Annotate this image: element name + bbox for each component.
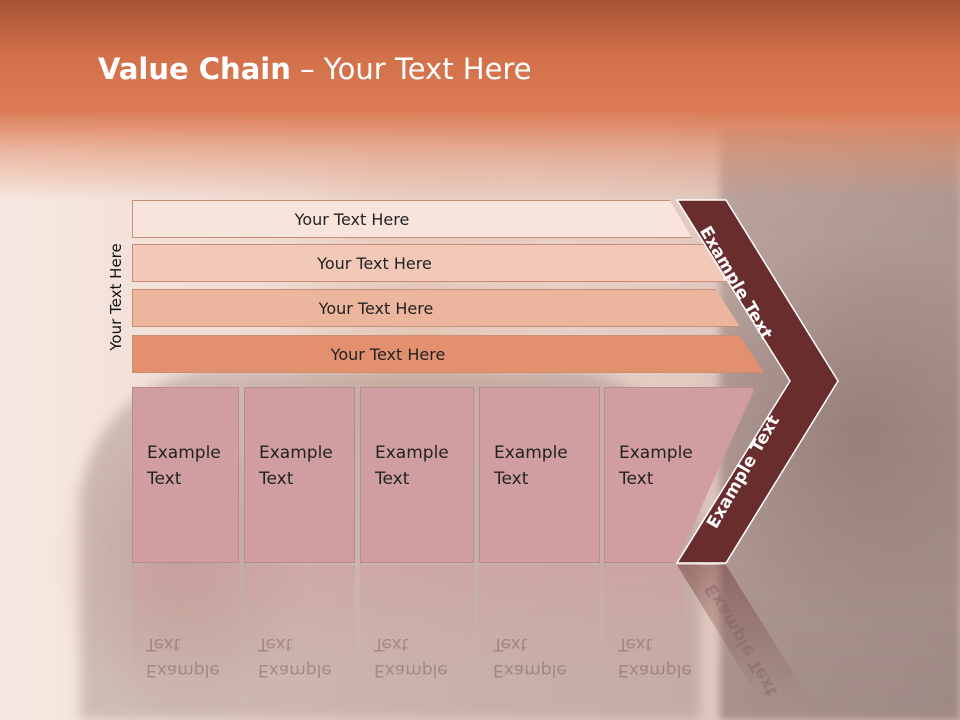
- support-bar-3: Your Text Here: [132, 289, 740, 327]
- activity-reflection-3: Example Text: [360, 565, 474, 695]
- activity-reflection-1: Example Text: [132, 565, 239, 695]
- title-bold: Value Chain: [98, 52, 291, 86]
- activity-box-2: Example Text: [244, 387, 355, 563]
- activity-reflection-4: Example Text: [479, 565, 600, 695]
- chevron-reflection: [677, 565, 810, 700]
- support-bar-label: Your Text Here: [330, 344, 446, 364]
- support-bar-label: Your Text Here: [317, 253, 432, 273]
- support-bar-1: Your Text Here: [132, 200, 692, 238]
- chevron-shape: [675, 199, 839, 564]
- support-bar-4: Your Text Here: [132, 335, 764, 373]
- activity-box-1: Example Text: [132, 387, 239, 563]
- title-rest: – Your Text Here: [290, 52, 532, 86]
- support-bar-label: Your Text Here: [294, 209, 410, 229]
- support-bar-label: Your Text Here: [318, 298, 434, 318]
- activity-reflection-5: Example Text: [604, 565, 692, 695]
- header-band: [0, 0, 960, 200]
- activity-box-3: Example Text: [360, 387, 474, 563]
- slide-title: Value Chain – Your Text Here: [98, 52, 532, 86]
- activity-box-4: Example Text: [479, 387, 600, 563]
- activity-reflection-2: Example Text: [244, 565, 355, 695]
- support-bar-2: Your Text Here: [132, 244, 737, 282]
